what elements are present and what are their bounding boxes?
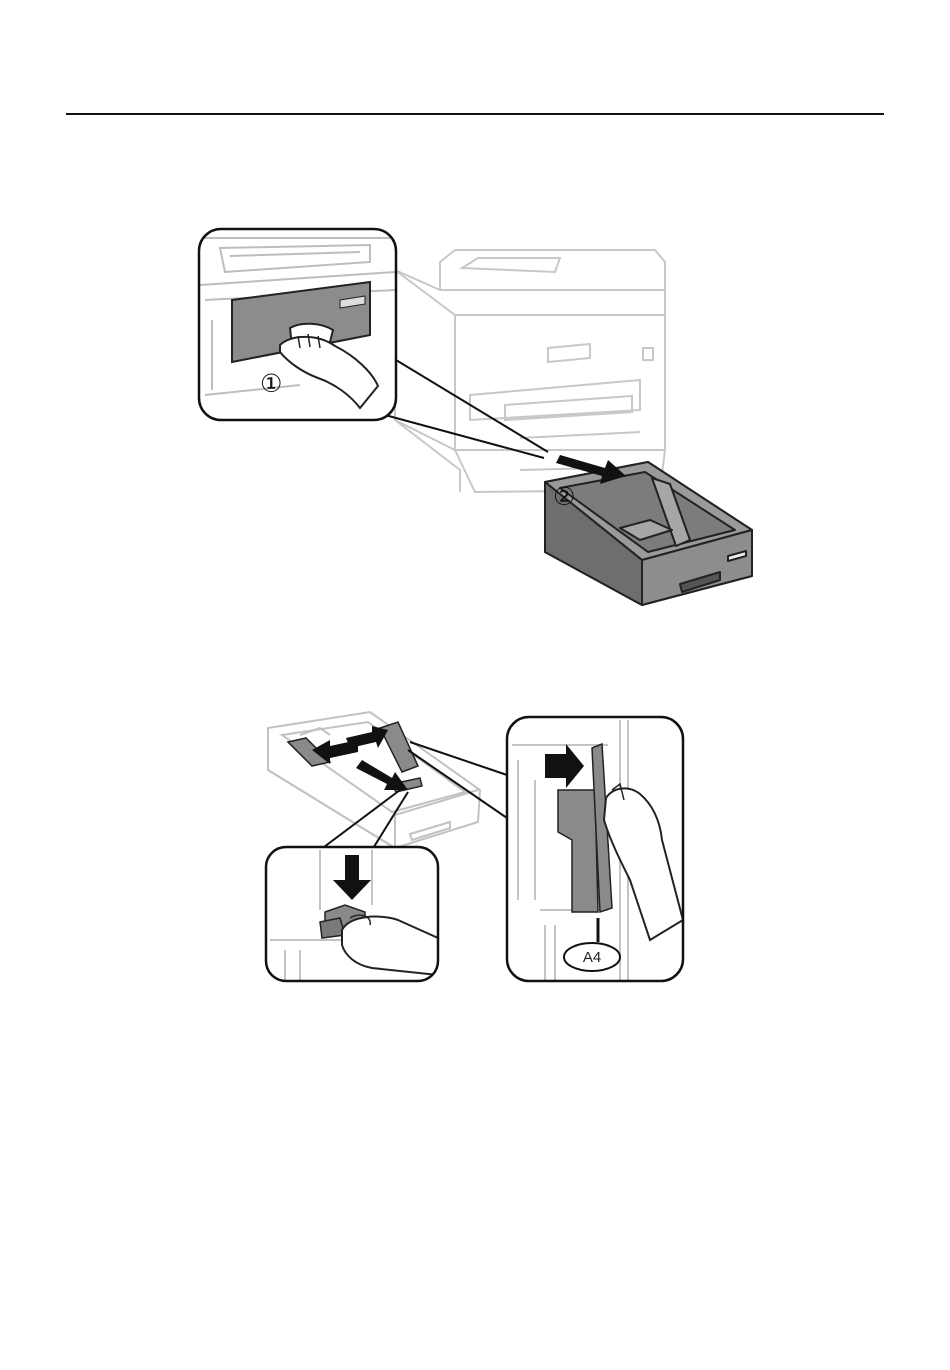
- step-1-marker: ①: [260, 369, 282, 398]
- inset-side-guide: A4: [507, 717, 683, 981]
- step-2-marker: ②: [553, 482, 575, 511]
- inset-front-guide: [266, 847, 438, 981]
- figure-printer-remove-cassette: ① ②: [199, 229, 752, 605]
- inset-grip-handle: ①: [199, 229, 396, 420]
- printer-illustration: [395, 250, 665, 492]
- paper-size-label: A4: [583, 949, 601, 966]
- figure-adjust-edge-guides: A4: [266, 712, 683, 981]
- paper-cassette-illustration: [545, 462, 752, 605]
